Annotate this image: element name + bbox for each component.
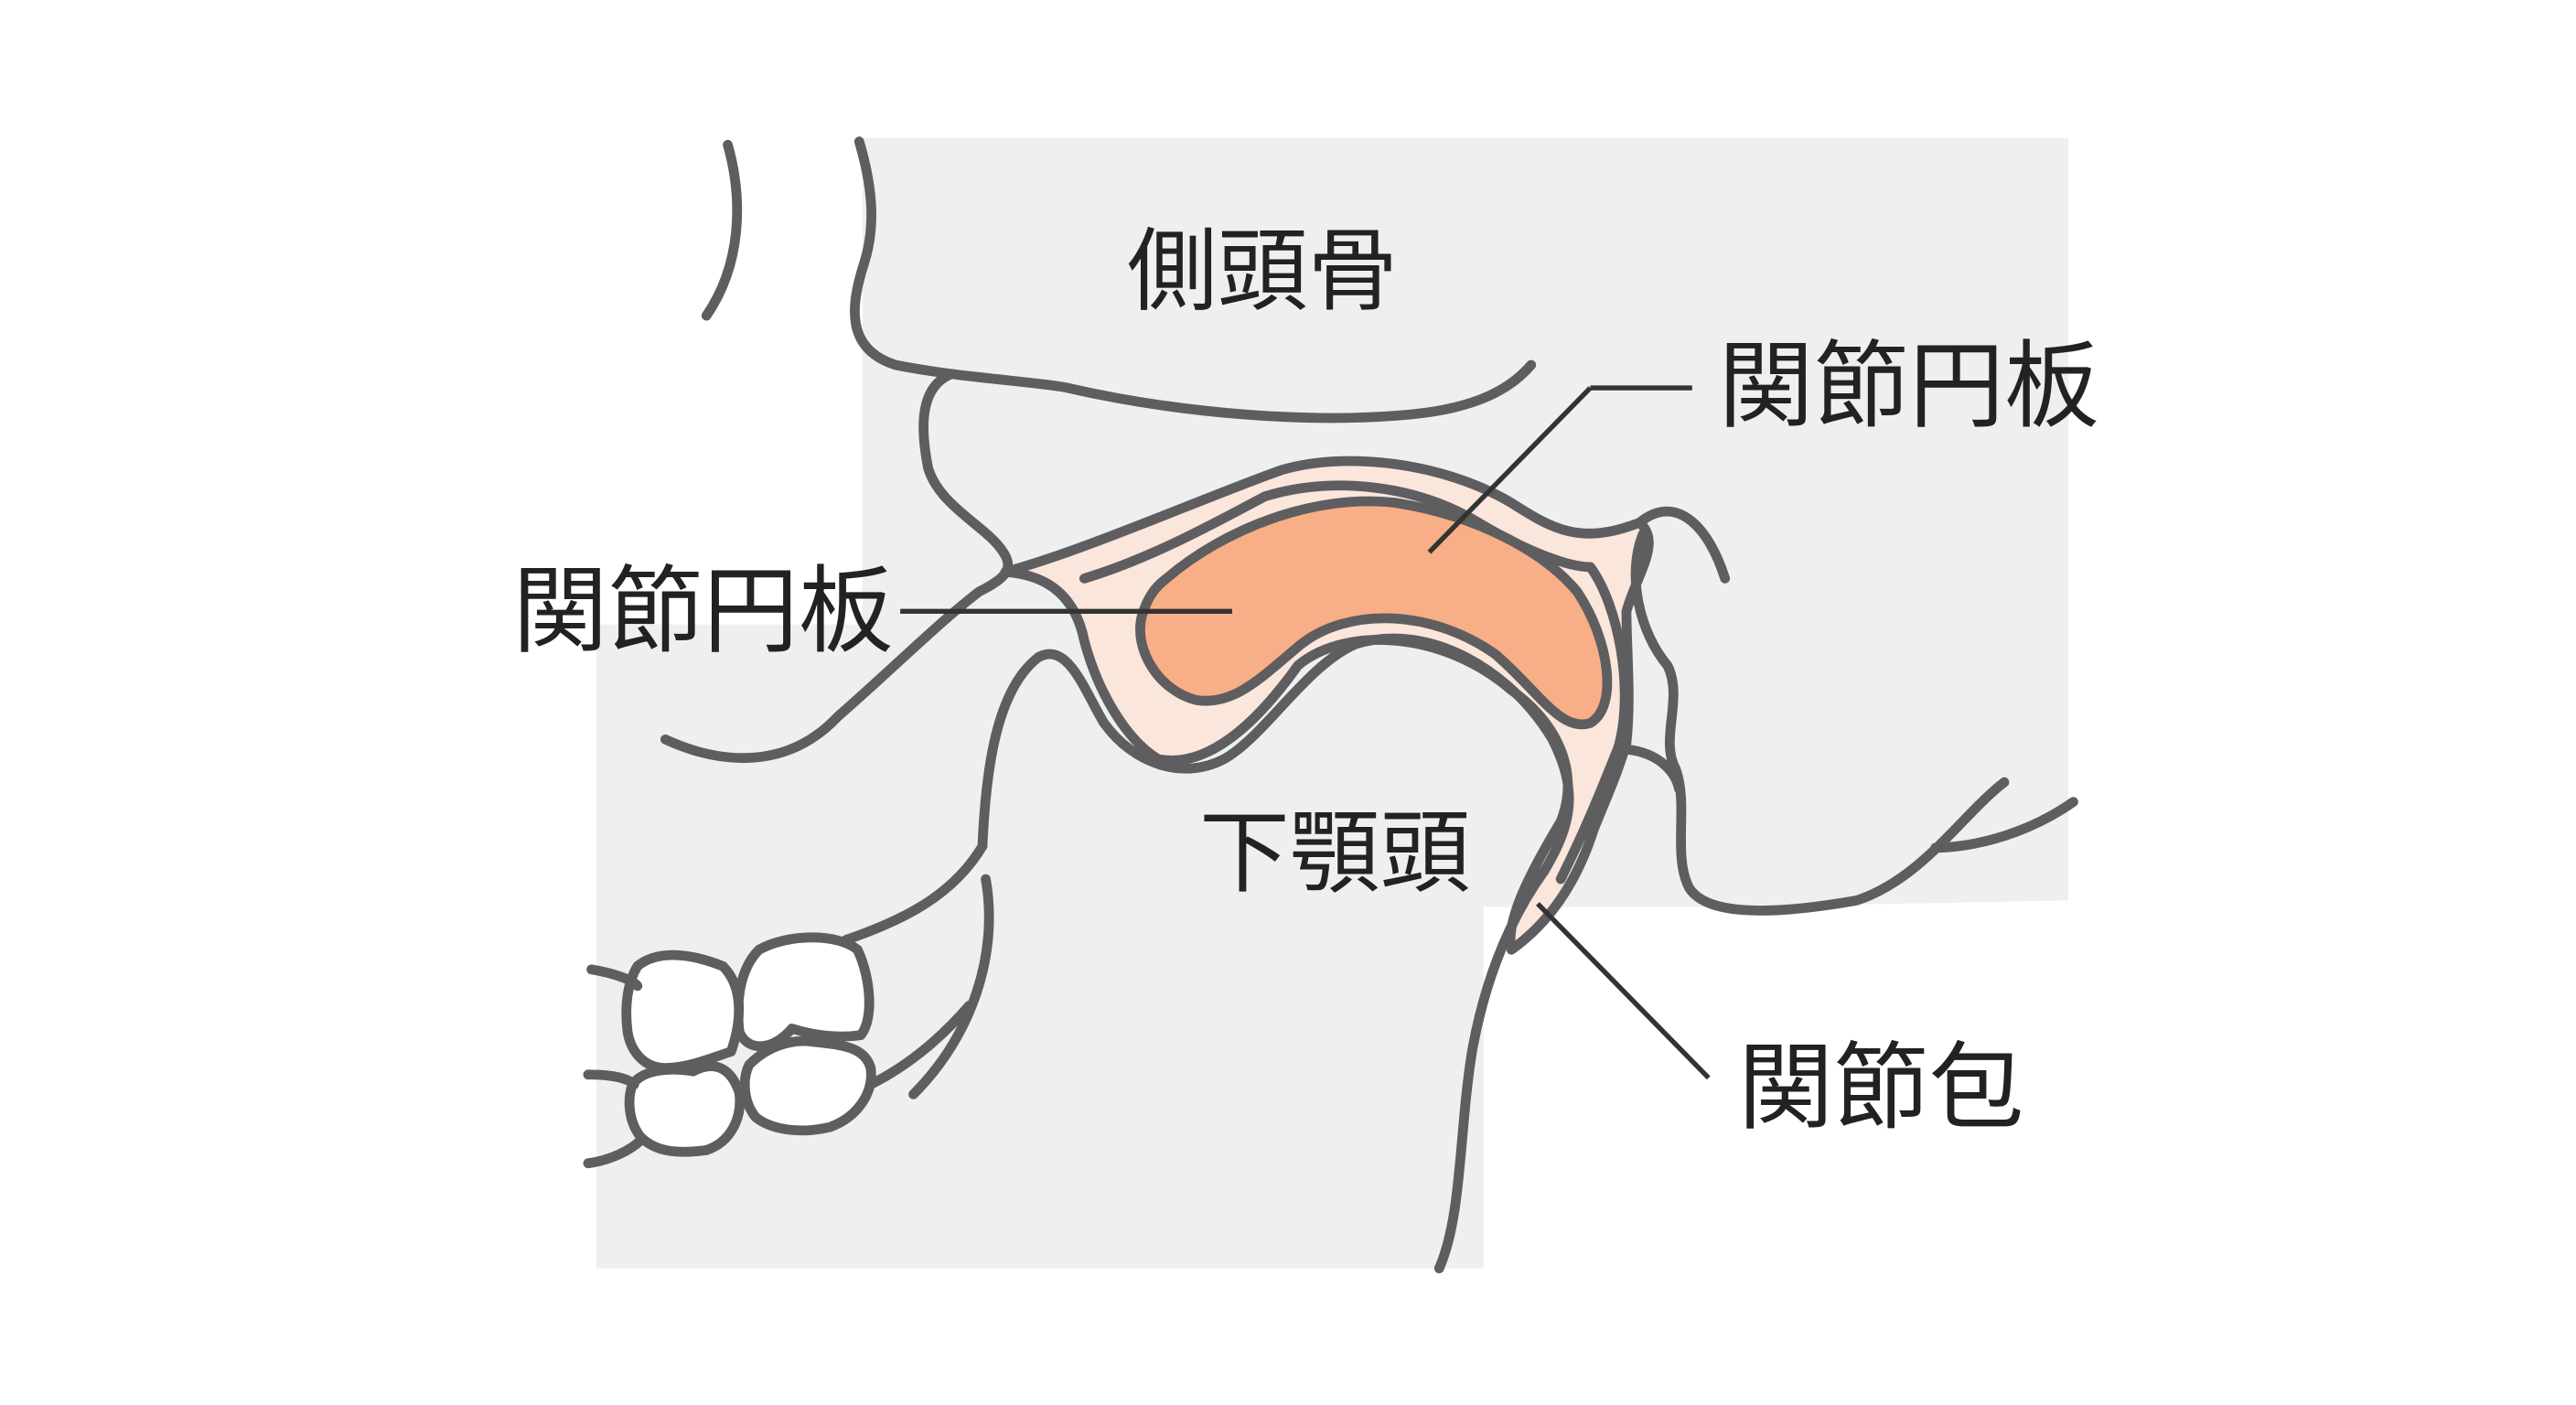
ear-outline bbox=[701, 139, 743, 321]
lower-molar-1 bbox=[739, 1035, 876, 1136]
right-outline-lower bbox=[1621, 744, 1684, 794]
mandibular-condyle-outline bbox=[977, 633, 1574, 1274]
upper-molar-1 bbox=[733, 932, 875, 1052]
mastoid-outline bbox=[1630, 529, 2010, 916]
jaw-front-outline bbox=[841, 841, 988, 945]
label-articular-disc-left: 関節円板 bbox=[512, 555, 894, 667]
label-mandibular-condyle: 下顎頭 bbox=[1199, 800, 1470, 906]
jaw-front-lower bbox=[908, 874, 994, 1099]
leader-joint-capsule bbox=[1536, 902, 1711, 1080]
articular-disc bbox=[1135, 496, 1613, 730]
ear-canal-outline bbox=[1634, 506, 1731, 584]
leader-articular-disc-right-diagonal bbox=[1427, 386, 1593, 554]
teeth-line-upper bbox=[586, 964, 643, 992]
teeth-line-middle bbox=[583, 1069, 639, 1089]
teeth-line-lower bbox=[583, 1135, 646, 1169]
label-joint-capsule: 関節包 bbox=[1738, 1032, 2023, 1143]
temporal-bone-lower-outline bbox=[660, 370, 1014, 763]
upper-molar-2 bbox=[621, 949, 745, 1073]
temporal-bone-outline bbox=[850, 136, 1537, 424]
background-panel-lower bbox=[596, 624, 1484, 1269]
jaw-bottom-line bbox=[865, 1000, 974, 1089]
label-articular-disc-right: 関節円板 bbox=[1719, 330, 2100, 442]
right-outline-tail bbox=[1930, 797, 2078, 853]
label-temporal-bone: 側頭骨 bbox=[1127, 220, 1398, 325]
lower-molar-2 bbox=[624, 1061, 746, 1157]
